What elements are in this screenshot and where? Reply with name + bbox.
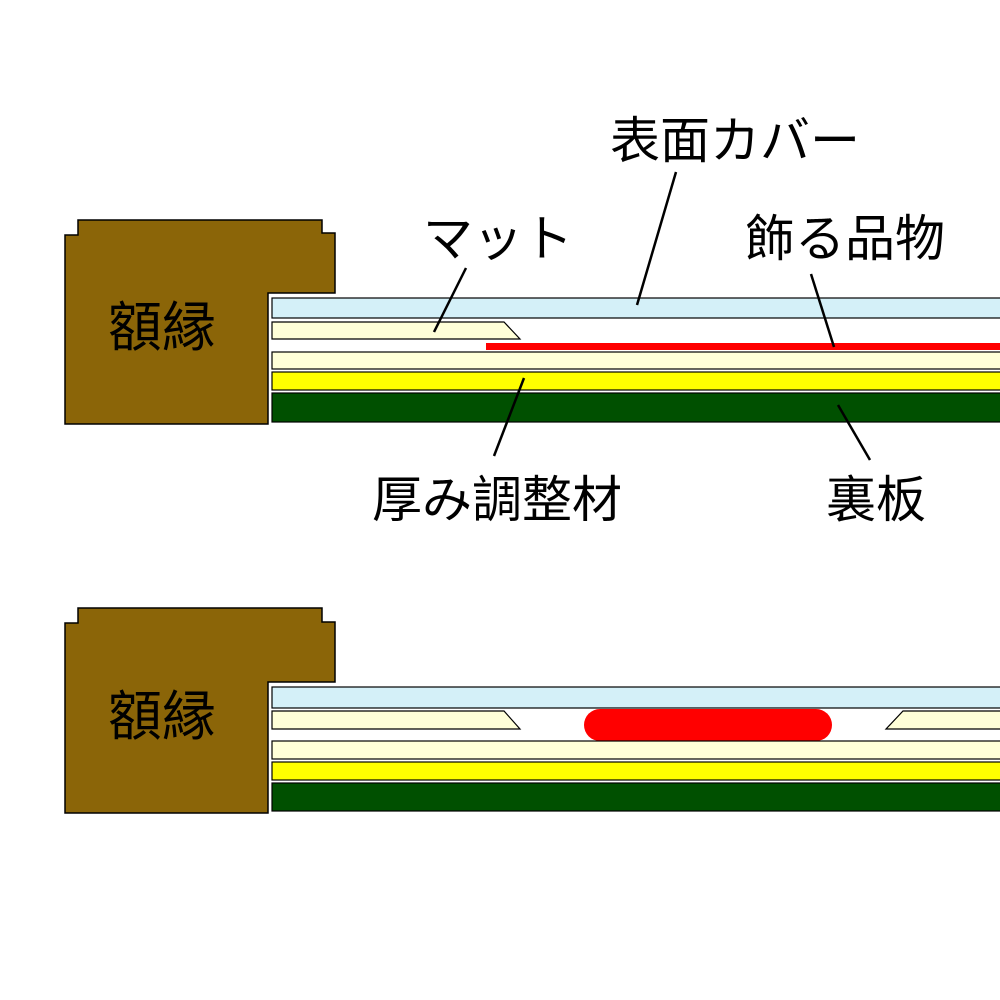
bottom-thickness-adjuster [271,740,1000,760]
callout-line-item [809,273,836,348]
top-yellow-layer [271,371,1000,391]
bottom-frame [64,607,336,814]
top-frame [64,219,336,425]
label-surface-cover: 表面カバー [610,112,860,170]
top-back-board [271,392,1000,423]
callout-line-back-board [836,404,872,461]
bottom-frame-label: 額縁 [108,685,216,748]
top-frame-label: 額縁 [108,296,216,359]
bottom-back-board [271,782,1000,812]
bottom-item [584,709,832,741]
callout-line-thickness-adjuster [492,377,526,457]
top-mat [271,321,522,340]
bottom-surface-cover [271,686,1000,709]
top-surface-cover [271,297,1000,319]
label-item: 飾る品物 [745,210,945,268]
bottom-mat-left [271,710,522,730]
top-item [486,343,1000,350]
top-diagram: 額縁 表面カバー マット 飾る品物 厚み調整材 裏板 [64,112,1000,529]
label-thickness-adjuster: 厚み調整材 [372,471,622,529]
label-mat: マット [423,210,573,268]
callout-line-surface-cover [635,171,678,306]
bottom-yellow-layer [271,761,1000,781]
label-back-board: 裏板 [826,471,926,529]
callout-line-mat [432,267,468,333]
bottom-mat-right [884,710,1000,730]
top-thickness-adjuster [271,351,1000,370]
bottom-diagram: 額縁 [64,607,1000,814]
